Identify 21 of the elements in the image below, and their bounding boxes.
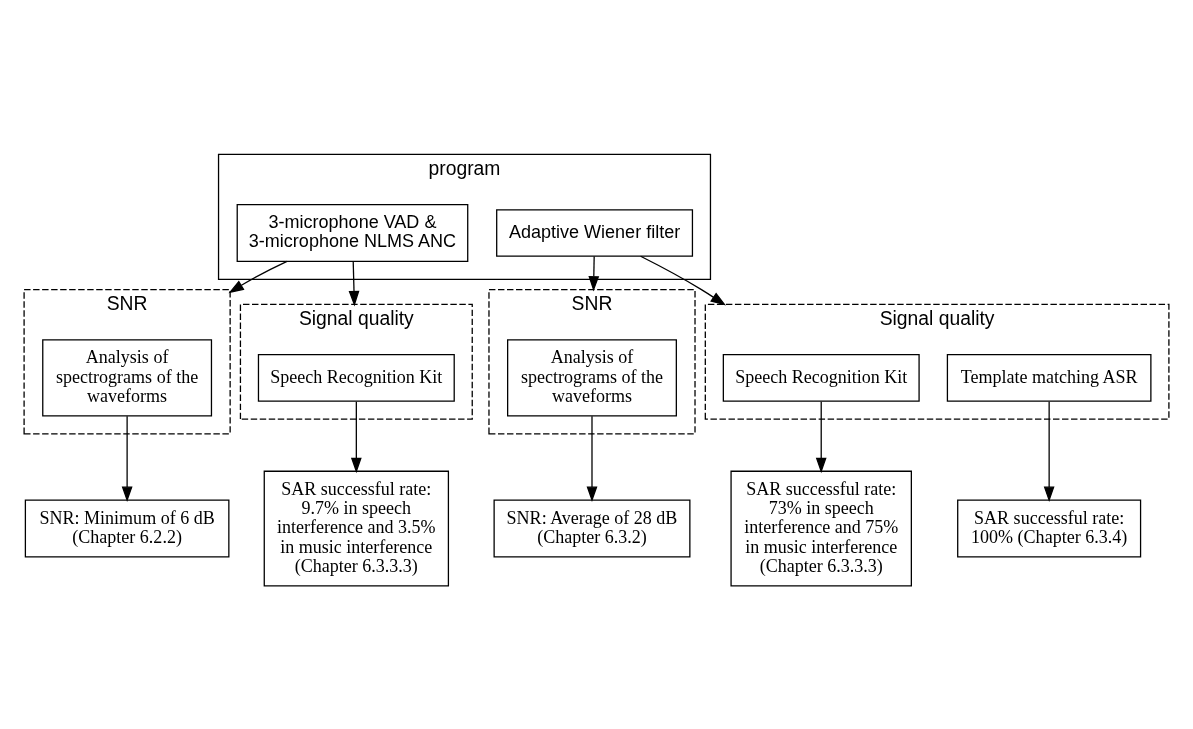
node-box: SNR: Average of 28 dB (Chapter 6.3.2)	[493, 499, 691, 557]
node-box: Analysis of spectrograms of the waveforms	[507, 338, 677, 416]
node-box: SAR successful rate: 100% (Chapter 6.3.4)	[957, 499, 1142, 557]
arrow	[640, 255, 727, 306]
node-box: Speech Recognition Kit	[722, 353, 920, 402]
arrow	[350, 400, 362, 473]
node-box: Adaptive Wiener filter	[496, 208, 694, 257]
node-box: Template matching ASR	[946, 353, 1152, 402]
arrow	[815, 400, 827, 473]
node-box: 3-microphone VAD & 3-microphone NLMS ANC	[236, 203, 469, 262]
node-box: SNR: Minimum of 6 dB (Chapter 6.2.2)	[24, 499, 230, 557]
arrow	[121, 415, 133, 502]
arrow	[228, 260, 288, 293]
node-box: SAR successful rate: 9.7% in speech interference and 3.5% in music interference (Chapter 6.3.3.3)	[263, 470, 450, 586]
arrow	[1043, 400, 1055, 502]
arrow	[348, 260, 360, 306]
node-box: Analysis of spectrograms of the waveforms	[42, 338, 213, 416]
arrow	[588, 255, 600, 292]
arrow	[586, 415, 598, 502]
node-box: Speech Recognition Kit	[257, 353, 455, 402]
node-box: SAR successful rate: 73% in speech interference and 75% in music interference (Chapter 6.3.3.3)	[730, 470, 912, 586]
